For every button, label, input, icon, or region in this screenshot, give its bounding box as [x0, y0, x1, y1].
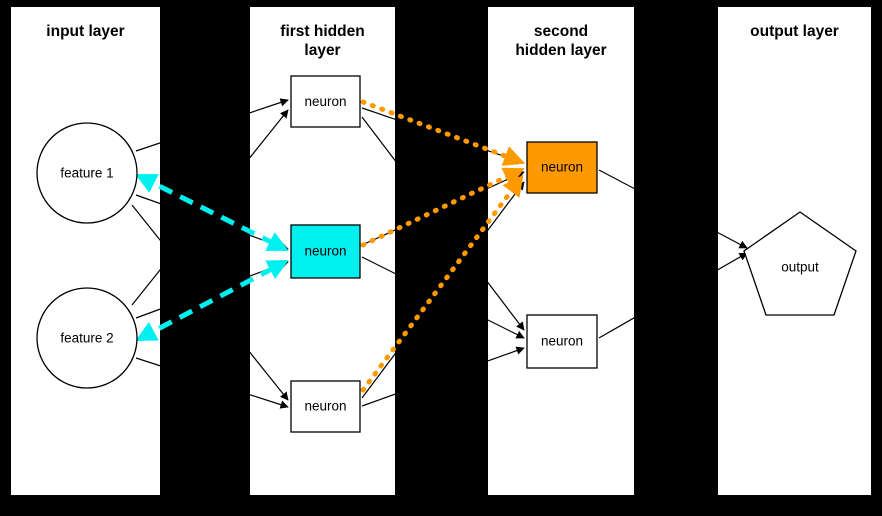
panel-title-first-hidden-line2: layer [304, 42, 340, 59]
hidden2-neuron-top-box[interactable] [526, 141, 598, 194]
node-feature-2[interactable]: feature 2 [36, 287, 138, 389]
hidden2-neuron-bottom-box[interactable] [526, 314, 598, 369]
highlight-edge-feature1-hidden1mid [135, 173, 289, 252]
node-output[interactable]: output [743, 211, 857, 316]
node-hidden2-neuron-top[interactable]: neuron [526, 141, 598, 194]
cyan-highlight-edges [135, 173, 289, 342]
edge-hidden1mid-to-hidden2bottom [361, 256, 525, 339]
panel-title-second-hidden-line2: hidden layer [515, 42, 606, 59]
hidden1-neuron-bottom-label: neuron [304, 399, 346, 414]
highlight-edge-feature2-hidden1mid [135, 259, 289, 342]
panel-title-output-layer: output layer [750, 23, 839, 40]
hidden1-neuron-bottom-box[interactable] [290, 380, 361, 433]
highlight-edge-hidden1top-hidden2top [360, 99, 525, 166]
feature-1-label: feature 1 [60, 166, 113, 181]
node-hidden1-neuron-bottom[interactable]: neuron [290, 380, 361, 433]
orange-highlight-edges [360, 99, 525, 393]
edge-hidden1top-to-hidden2bottom [361, 116, 525, 331]
edge-hidden1bot-to-hidden2bottom [361, 346, 525, 407]
feature-2-circle[interactable] [36, 287, 138, 389]
panel-background-input [11, 7, 160, 495]
hidden2-neuron-bottom-label: neuron [541, 334, 583, 349]
edge-feature1-to-hidden1-top [135, 98, 289, 152]
output-label: output [781, 260, 819, 275]
edges-hidden1-to-hidden2 [361, 107, 525, 407]
node-hidden1-neuron-top[interactable]: neuron [290, 75, 361, 128]
edge-hidden1top-to-hidden2top [361, 107, 525, 165]
panel-background-second-hidden [488, 7, 634, 495]
panel-title-second-hidden-line1: second [534, 23, 588, 40]
hidden1-neuron-top-label: neuron [304, 94, 346, 109]
edge-hidden1bot-to-hidden2top [361, 181, 525, 399]
edges-hidden2-to-output [598, 169, 748, 339]
edge-feature2-to-hidden1-bottom [135, 357, 289, 409]
panel-input-layer: input layer [11, 7, 160, 495]
feature-1-circle[interactable] [36, 122, 138, 224]
panel-title-input-layer: input layer [46, 23, 124, 40]
node-hidden1-neuron-middle[interactable]: neuron [290, 224, 361, 279]
edge-hidden2bottom-to-output [598, 252, 748, 339]
node-hidden2-neuron-bottom[interactable]: neuron [526, 314, 598, 369]
highlight-edge-hidden1bot-hidden2top [360, 174, 524, 393]
hidden1-neuron-middle-label: neuron [304, 244, 346, 259]
edge-hidden2top-to-output [598, 169, 748, 249]
highlight-edge-hidden1mid-hidden2top [360, 167, 525, 248]
feature-2-label: feature 2 [60, 331, 113, 346]
panel-second-hidden-layer: second hidden layer [488, 7, 634, 495]
node-feature-1[interactable]: feature 1 [36, 122, 138, 224]
hidden1-neuron-top-box[interactable] [290, 75, 361, 128]
panel-title-first-hidden-line1: first hidden [280, 23, 364, 40]
hidden2-neuron-top-label: neuron [541, 160, 583, 175]
output-pentagon[interactable] [743, 211, 857, 316]
hidden1-neuron-middle-box[interactable] [290, 224, 361, 279]
